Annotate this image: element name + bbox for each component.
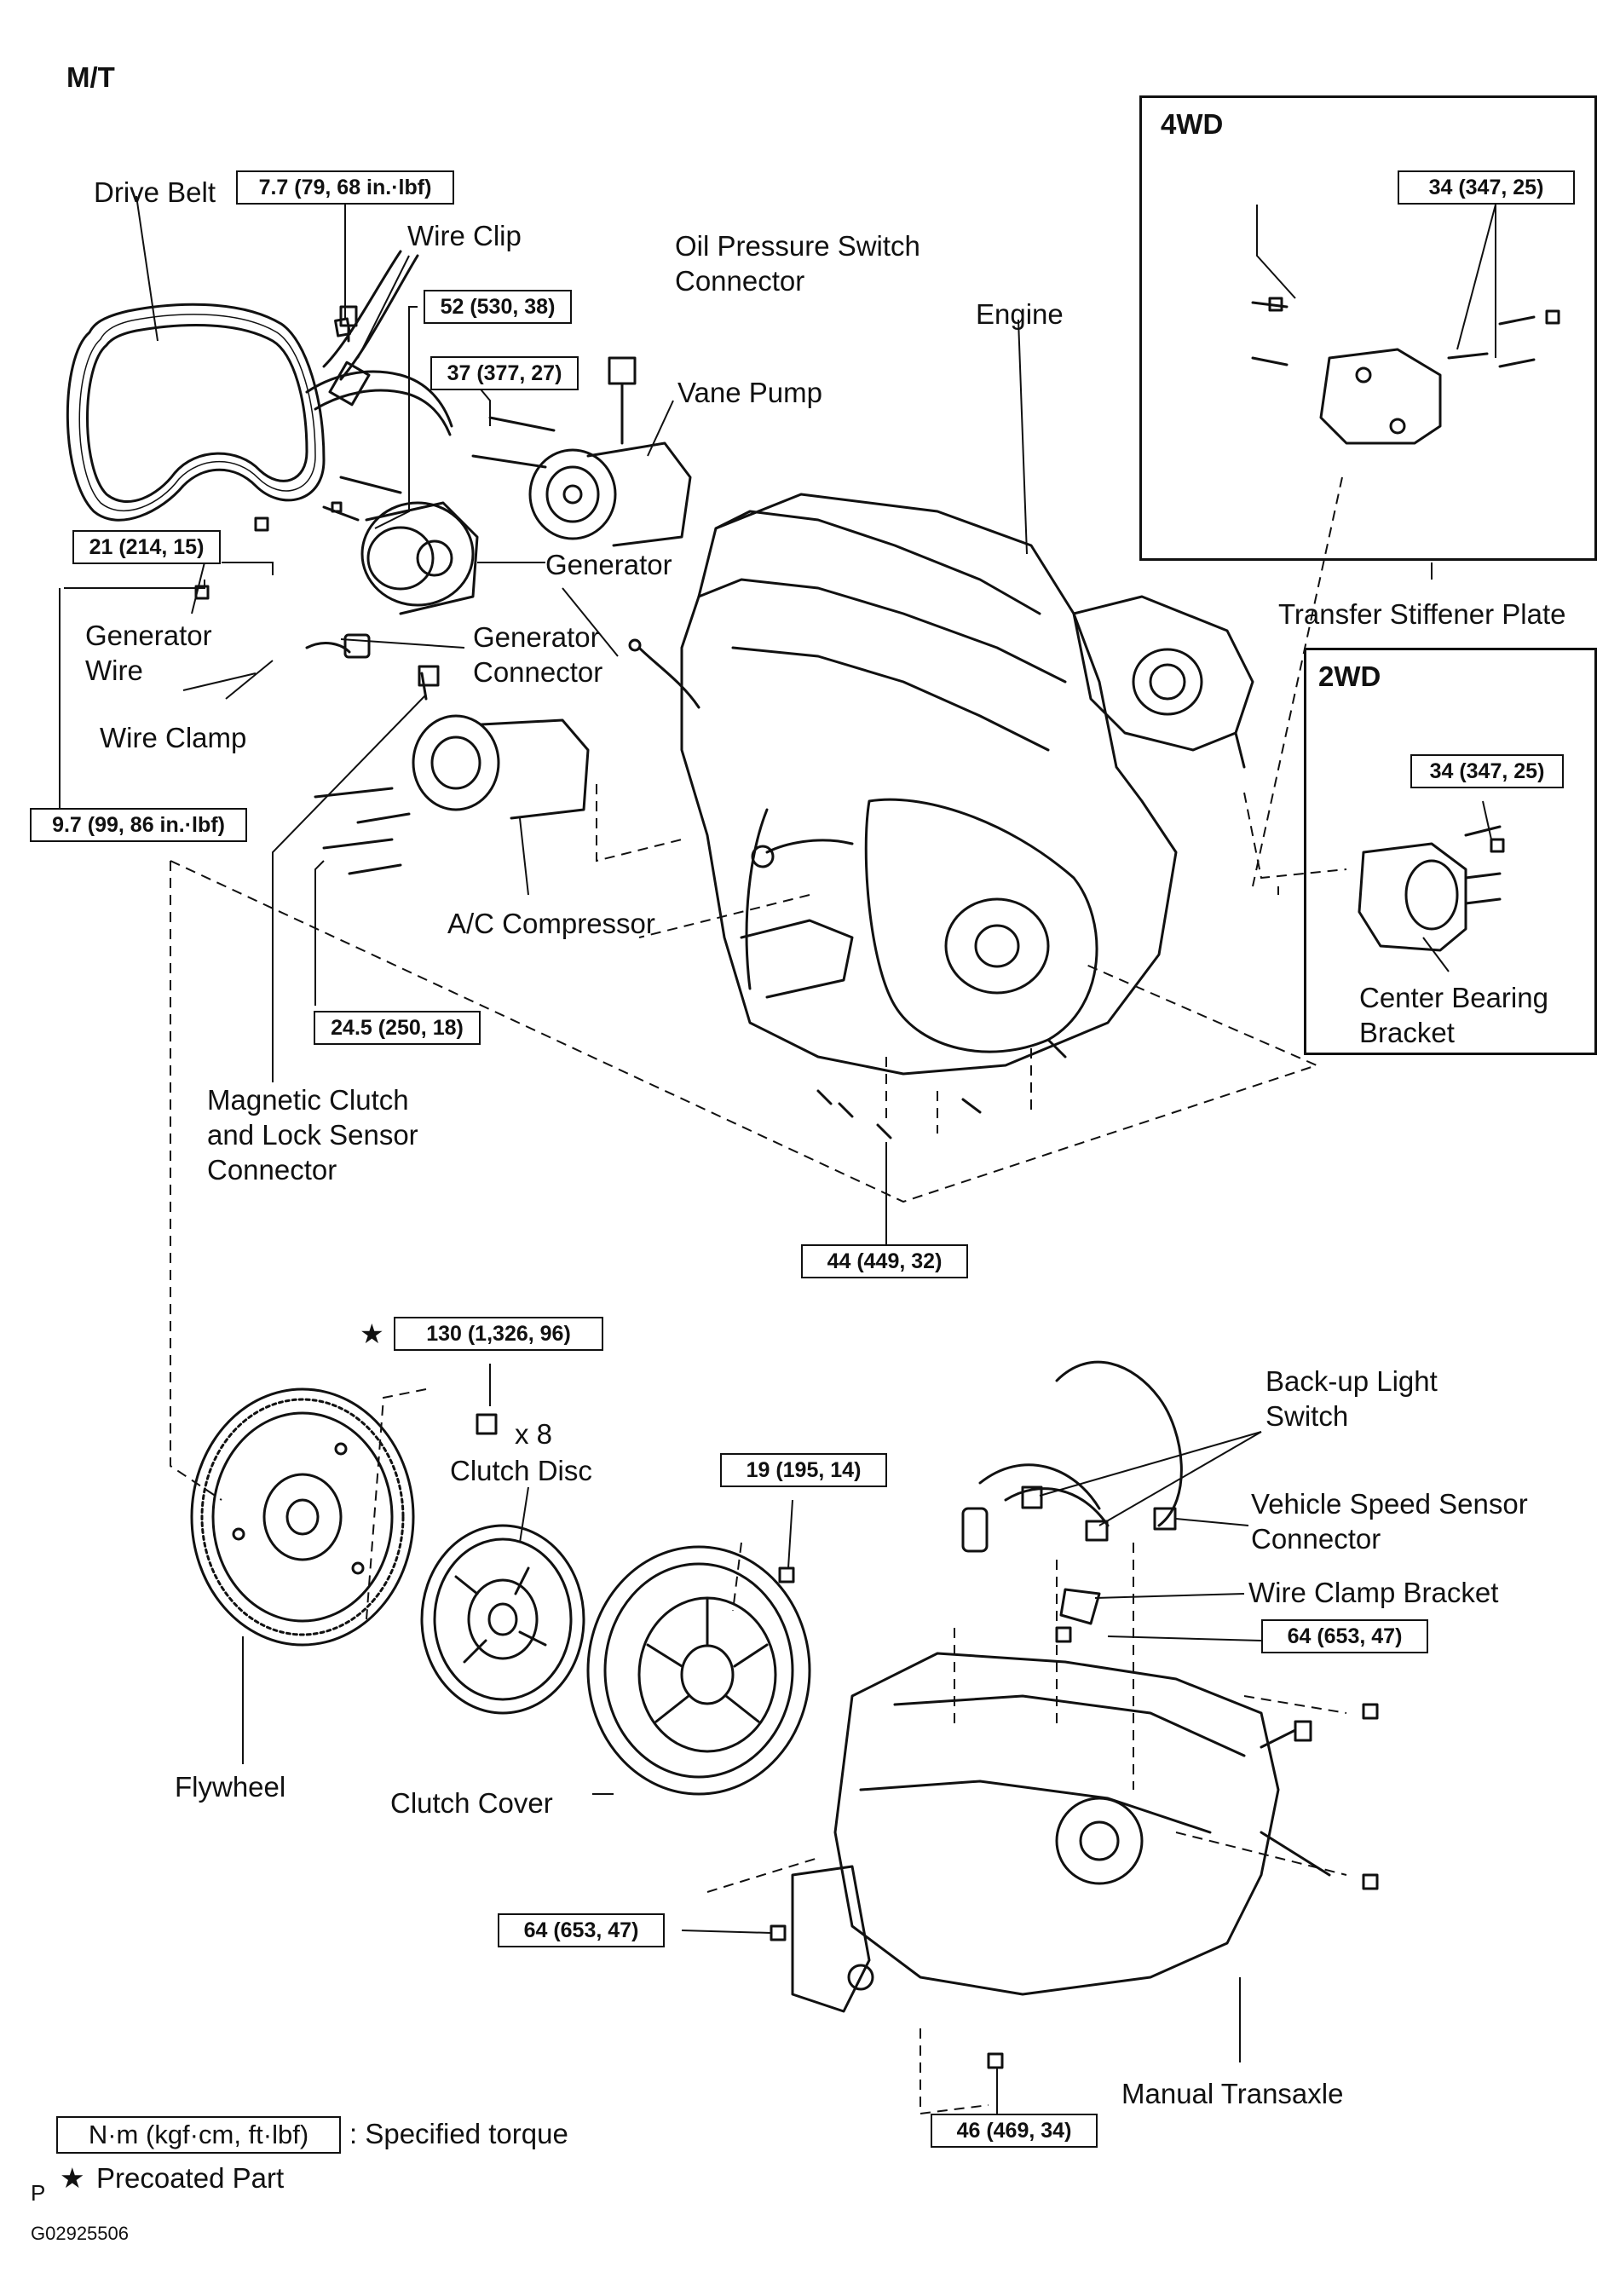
torque-drive-belt: 7.7 (79, 68 in.·lbf)	[236, 170, 454, 205]
clutch-cover-drawing	[586, 1545, 811, 1796]
label-engine: Engine	[976, 298, 1064, 330]
panel-2wd: 2WD	[1304, 648, 1597, 1055]
label-wire-clamp: Wire Clamp	[100, 722, 247, 753]
legend-specified-torque: : Specified torque	[349, 2118, 568, 2149]
label-drive-belt: Drive Belt	[94, 176, 216, 208]
panel-2wd-title: 2WD	[1318, 661, 1381, 692]
label-wire-clamp-bracket: Wire Clamp Bracket	[1248, 1577, 1499, 1608]
legend-star-icon: ★	[60, 2162, 85, 2194]
torque-64-bracket: 64 (653, 47)	[1261, 1619, 1428, 1653]
label-clutch-cover: Clutch Cover	[390, 1787, 553, 1819]
label-x8: x 8	[515, 1418, 553, 1450]
legend-precoated-part: Precoated Part	[96, 2162, 285, 2194]
label-transfer-stiffener-plate: Transfer Stiffener Plate	[1278, 598, 1566, 630]
bolt-drawings	[194, 297, 1560, 2069]
torque-130: 130 (1,326, 96)	[394, 1317, 603, 1351]
torque-4wd-34: 34 (347, 25)	[1398, 170, 1575, 205]
label-clutch-disc: Clutch Disc	[450, 1455, 592, 1486]
vane-pump-drawing	[471, 356, 692, 547]
label-vane-pump: Vane Pump	[677, 377, 822, 408]
torque-44: 44 (449, 32)	[801, 1244, 968, 1278]
legend-p-marker: P	[31, 2180, 46, 2206]
torque-37: 37 (377, 27)	[430, 356, 579, 390]
center-bearing-bracket-drawing	[1358, 825, 1502, 952]
transfer-stiffener-plate-drawing	[1251, 301, 1536, 445]
wire-clip-drawing	[305, 250, 453, 436]
flywheel-drawing	[190, 1387, 415, 1647]
torque-24-5: 24.5 (250, 18)	[314, 1011, 481, 1045]
torque-9-7: 9.7 (99, 86 in.·lbf)	[30, 808, 247, 842]
label-flywheel: Flywheel	[175, 1771, 286, 1803]
manual-transaxle-drawing	[791, 1652, 1331, 2013]
torque-19: 19 (195, 14)	[720, 1453, 887, 1487]
panel-4wd-title: 4WD	[1161, 108, 1224, 140]
torque-64-transaxle: 64 (653, 47)	[498, 1913, 665, 1947]
drive-belt-drawing	[66, 303, 326, 522]
label-generator: Generator	[545, 549, 672, 580]
label-ac-compressor: A/C Compressor	[447, 908, 655, 939]
transaxle-harness-drawing	[961, 1360, 1183, 1625]
torque-52: 52 (530, 38)	[424, 290, 572, 324]
engine-drawing	[628, 493, 1254, 1139]
label-wire-clip: Wire Clip	[407, 220, 522, 251]
legend-torque-unit-box: N·m (kgf·cm, ft·lbf)	[56, 2116, 341, 2154]
ac-compressor-drawing	[314, 665, 590, 875]
clutch-disc-drawing	[420, 1524, 585, 1715]
page-title: M/T	[66, 61, 115, 93]
torque-2wd-34: 34 (347, 25)	[1410, 754, 1564, 788]
figure-id: G02925506	[31, 2223, 129, 2244]
torque-46: 46 (469, 34)	[931, 2114, 1098, 2148]
precoated-star-marker: ★	[360, 1318, 384, 1349]
torque-21: 21 (214, 15)	[72, 530, 221, 564]
panel-4wd: 4WD	[1139, 95, 1597, 561]
generator-drawing	[305, 476, 479, 659]
label-manual-transaxle: Manual Transaxle	[1121, 2078, 1344, 2109]
